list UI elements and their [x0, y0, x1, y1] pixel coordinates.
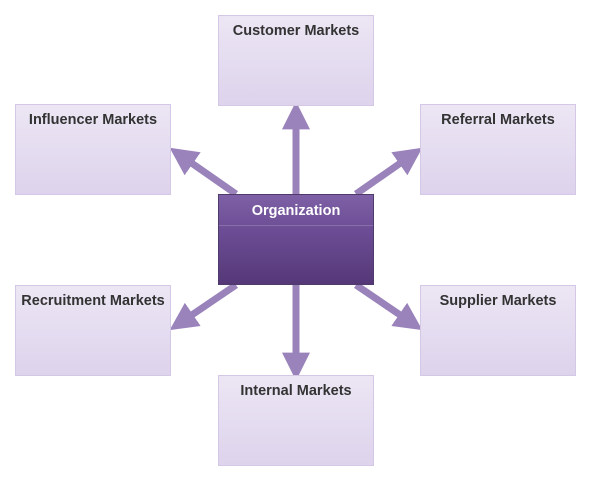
internal-markets-label: Internal Markets [240, 383, 352, 399]
recruitment-markets-box: Recruitment Markets [15, 285, 171, 376]
influencer-markets-box: Influencer Markets [15, 104, 171, 195]
customer-markets-label: Customer Markets [232, 23, 360, 39]
referral-markets-box: Referral Markets [420, 104, 576, 195]
arrow-to-influencer [169, 147, 239, 197]
supplier-markets-box: Supplier Markets [420, 285, 576, 376]
internal-markets-box: Internal Markets [218, 375, 374, 466]
customer-markets-box: Customer Markets [218, 15, 374, 106]
recruitment-markets-label: Recruitment Markets [21, 293, 165, 309]
organization-divider [219, 225, 373, 226]
referral-markets-label: Referral Markets [441, 112, 555, 128]
arrow-to-supplier [354, 282, 423, 331]
organization-box: Organization [218, 194, 374, 285]
arrow-to-recruitment [169, 282, 238, 331]
influencer-markets-label: Influencer Markets [28, 112, 158, 128]
organization-label: Organization [251, 203, 341, 219]
arrow-to-referral [353, 147, 423, 197]
supplier-markets-label: Supplier Markets [439, 293, 557, 309]
